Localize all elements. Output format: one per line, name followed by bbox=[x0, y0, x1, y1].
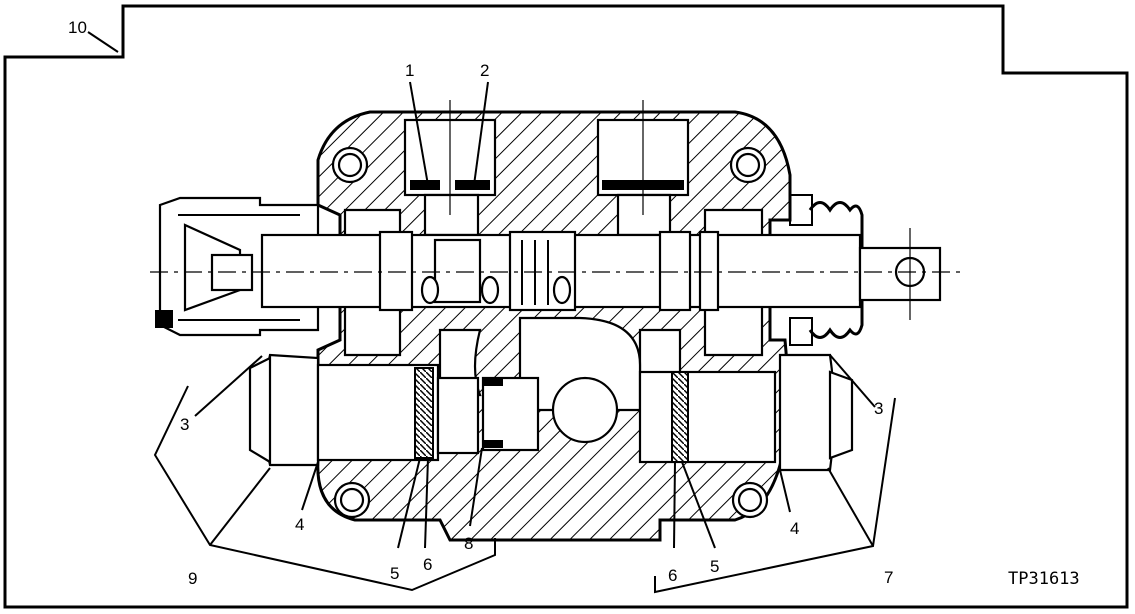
callout-6-left: 6 bbox=[423, 555, 432, 574]
upper-spool bbox=[260, 230, 862, 312]
callout-4-right: 4 bbox=[790, 519, 799, 538]
callout-3-left: 3 bbox=[180, 415, 189, 434]
callout-5-left: 5 bbox=[390, 564, 399, 583]
callout-7: 7 bbox=[884, 568, 893, 587]
callout-1: 1 bbox=[405, 61, 414, 80]
drawing-code: TP31613 bbox=[1008, 569, 1080, 589]
callout-4-left: 4 bbox=[295, 515, 304, 534]
callout-2: 2 bbox=[480, 61, 489, 80]
callout-8: 8 bbox=[464, 534, 473, 553]
seal-ring-1 bbox=[410, 180, 440, 190]
callout-9: 9 bbox=[188, 569, 197, 588]
valve-body bbox=[316, 110, 792, 542]
seal-ring-2 bbox=[455, 180, 490, 190]
drawing-frame bbox=[3, 4, 1129, 609]
callout-5-right: 5 bbox=[710, 557, 719, 576]
callout-6-right: 6 bbox=[668, 566, 677, 585]
leader-lines bbox=[87, 31, 896, 594]
spool-clevis bbox=[858, 228, 942, 320]
lower-check-valve bbox=[248, 353, 854, 472]
callout-3-right: 3 bbox=[874, 399, 883, 418]
callout-10: 10 bbox=[68, 18, 87, 37]
